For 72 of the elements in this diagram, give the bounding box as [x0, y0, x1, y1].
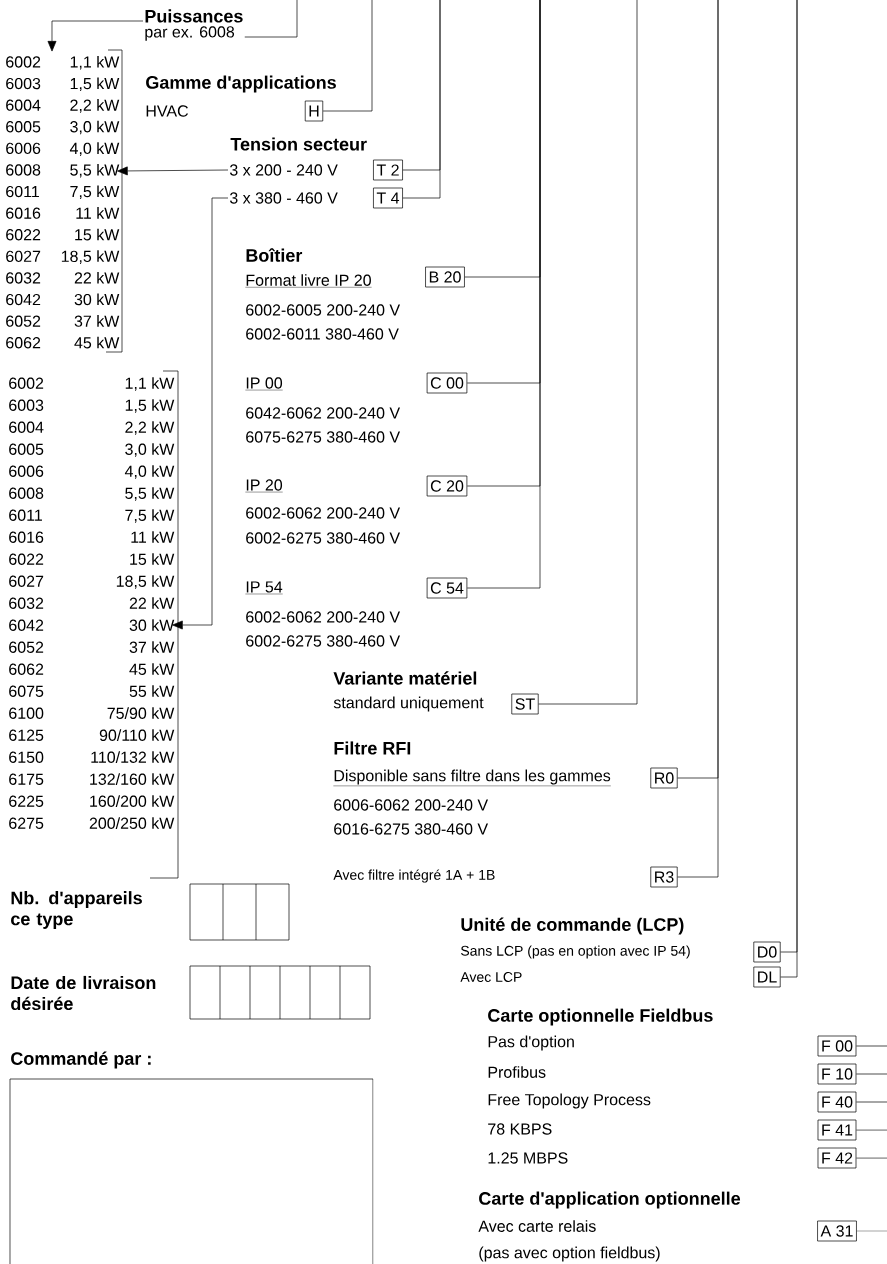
option-text: Avec LCP: [460, 972, 522, 982]
option-text: 6016-6275 380-460 V: [334, 823, 489, 835]
option-text: standard uniquement: [333, 696, 484, 712]
connector-line: [856, 1157, 887, 1159]
option-text: Sans LCP (pas en option avec IP 54): [461, 945, 690, 959]
code-box: F 40: [817, 1091, 857, 1113]
option-text: Format livre IP 20: [245, 274, 372, 288]
code-box: T 2: [373, 159, 403, 181]
option-text: Profibus: [488, 1066, 546, 1078]
option-text: 3 x 380 - 460 V: [229, 192, 338, 204]
heading: Gamme d'applications: [146, 75, 336, 93]
option-text: IP 20: [245, 479, 283, 493]
option-text: 6042-6062 200-240 V: [246, 407, 401, 419]
arrow: [117, 166, 229, 176]
code-box: F 41: [817, 1119, 857, 1141]
code-box: F 42: [817, 1147, 857, 1169]
option-text: 1.25 MBPS: [488, 1152, 568, 1164]
connector-line: [466, 0, 541, 589]
heading: Commandé par :: [11, 1051, 151, 1069]
heading: Tension secteur: [230, 137, 367, 151]
code-box: A 31: [817, 1220, 857, 1242]
code-box: H: [304, 100, 324, 122]
code-box: R0: [650, 767, 678, 789]
heading: Carte optionnelle Fieldbus: [488, 1008, 713, 1026]
connector-line: [322, 0, 373, 112]
heading: Unité de commande (LCP): [461, 917, 684, 935]
code-box: T 4: [373, 187, 403, 209]
option-text: 78 KBPS: [488, 1123, 552, 1135]
option-text: 6006-6062 200-240 V: [334, 799, 489, 811]
option-text: IP 54: [245, 581, 283, 595]
code-box: ST: [511, 693, 539, 715]
arrow: [172, 197, 229, 630]
option-text: 6002-6011 380-460 V: [246, 328, 399, 340]
heading: Carte d'application optionnelle: [479, 1191, 741, 1209]
code-box: F 00: [817, 1035, 857, 1057]
power-table: 6002 1,1 kW 6003 1,5 kW 6004 2,2 kW 6005 3,0 kW 6006 4,0 kW 6008 5,5 kW 6011 7,5 kW 6016 11 kW 6022 15 kW 6027 18,5 kW 6032 22 kW 6042 30 kW 6052 37 kW 6062 45 kW 6075 55 kW 6100 75/90 kW 6125 90/110 kW 6150 110/132 kW 6175 132/160 kW 6225 160/200 kW 6275 200/250 kW: [9, 370, 179, 879]
heading: Date de livraison désirée: [11, 975, 156, 1011]
connector-line: [856, 1129, 887, 1131]
option-text: 6002-6062 200-240 V: [246, 611, 401, 623]
code-box: B 20: [425, 266, 465, 288]
option-text: 6002-6275 380-460 V: [246, 532, 401, 544]
code-box: R3: [650, 866, 678, 888]
code-box: C 20: [426, 475, 468, 497]
connector-line: [538, 0, 638, 705]
option-text: Disponible sans filtre dans les gammes: [333, 769, 611, 787]
option-text: Avec carte relais: [478, 1220, 596, 1232]
heading: Filtre RFI: [334, 741, 411, 755]
heading: Boîtier: [246, 248, 303, 262]
option-text: 6002-6275 380-460 V: [246, 635, 401, 647]
code-box: C 00: [426, 372, 468, 394]
option-text: 6002-6005 200-240 V: [246, 304, 401, 316]
option-text: 3 x 200 - 240 V: [229, 164, 338, 176]
code-box: F 10: [817, 1063, 857, 1085]
connector-line: [244, 0, 298, 38]
arrow: [47, 20, 144, 52]
code-box: DL: [753, 966, 781, 988]
option-text: Pas d'option: [488, 1035, 574, 1051]
connector-line: [856, 1101, 887, 1103]
connector-line: [856, 1073, 887, 1075]
code-box: D0: [753, 941, 781, 963]
option-text: 6002-6062 200-240 V: [246, 507, 401, 519]
heading: Variante matériel: [333, 671, 477, 685]
code-box: C 54: [426, 577, 468, 599]
connector-line: [856, 1045, 887, 1047]
option-text: Free Topology Process: [488, 1093, 651, 1109]
option-text: Avec filtre intégré 1A + 1B: [333, 869, 495, 883]
option-text: 6075-6275 380-460 V: [246, 431, 401, 443]
option-text: IP 00: [245, 377, 283, 391]
heading: Puissances par ex. 6008: [145, 9, 243, 41]
option-text: (pas avec option fieldbus): [479, 1246, 660, 1262]
option-text: HVAC: [146, 105, 188, 117]
power-table: 6002 1,1 kW 6003 1,5 kW 6004 2,2 kW 6005 3,0 kW 6006 4,0 kW 6008 5,5 kW 6011 7,5 kW 6016 11 kW 6022 15 kW 6027 18,5 kW 6032 22 kW 6042 30 kW 6052 37 kW 6062 45 kW: [6, 49, 123, 353]
